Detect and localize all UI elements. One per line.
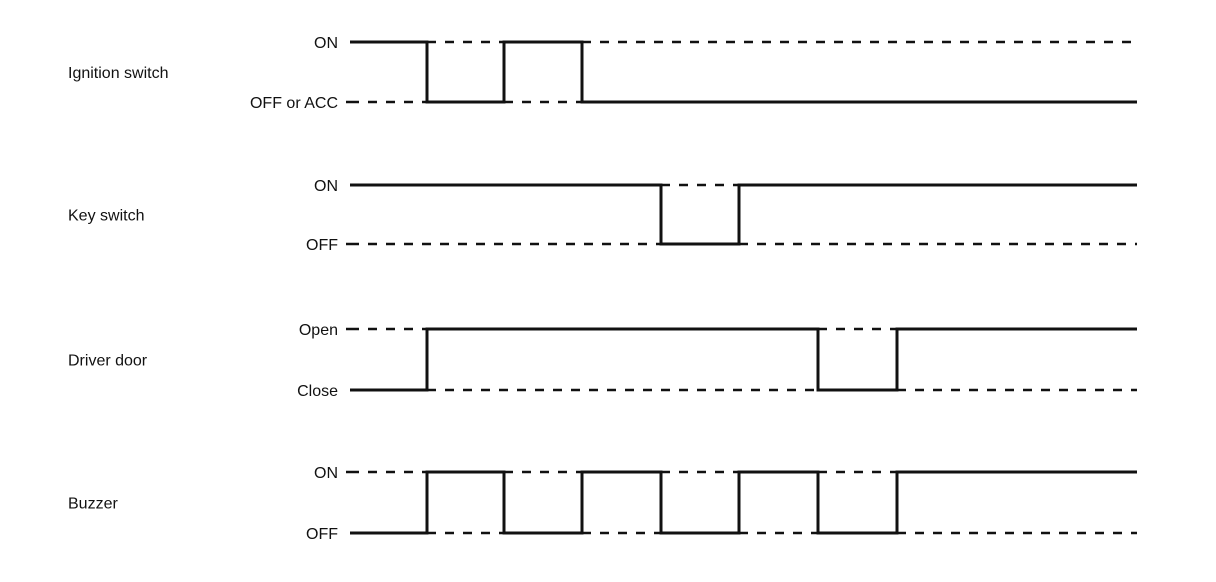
high-state-label: Open (299, 322, 338, 339)
signal-name: Driver door (68, 353, 148, 370)
signal-waveform (350, 327, 1137, 392)
signal-waveform (350, 40, 1137, 104)
signal-row: Buzzer ON OFF (68, 465, 1137, 543)
low-state-label: OFF or ACC (250, 95, 338, 112)
signal-name: Ignition switch (68, 65, 169, 82)
signal-waveform (350, 183, 1137, 246)
signal-name: Buzzer (68, 496, 118, 513)
low-state-label: OFF (306, 526, 338, 543)
signal-row: Key switch ON OFF (68, 178, 1137, 254)
signal-waveform (350, 470, 1137, 535)
low-state-label: OFF (306, 237, 338, 254)
signal-name: Key switch (68, 208, 144, 225)
high-state-label: ON (314, 178, 338, 195)
signal-row: Ignition switch ON OFF or ACC (68, 35, 1137, 112)
high-state-label: ON (314, 465, 338, 482)
high-state-label: ON (314, 35, 338, 52)
low-state-label: Close (297, 383, 338, 400)
